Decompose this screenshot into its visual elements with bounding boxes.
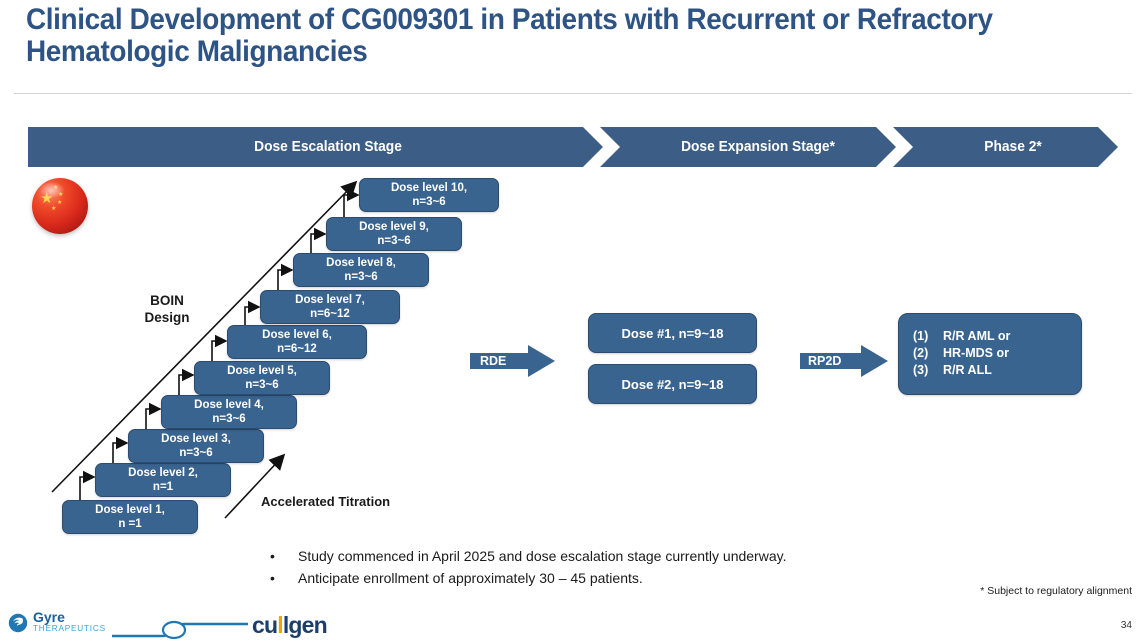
- bullet-marker: •: [270, 548, 275, 564]
- page-title: Clinical Development of CG009301 in Pati…: [26, 3, 993, 68]
- stage-label-escalation: Dose Escalation Stage: [254, 139, 402, 155]
- dose-level-box-6[interactable]: Dose level 6, n=6~12: [227, 325, 367, 359]
- gyre-name: Gyre: [33, 609, 65, 625]
- banner-shape: [28, 127, 1118, 167]
- indication-number: (2): [913, 346, 929, 360]
- rp2d-arrow-shape: [800, 345, 888, 377]
- rde-arrow: RDE: [470, 345, 555, 377]
- indication-row: (2) HR-MDS or: [899, 345, 1081, 362]
- list-item: • Study commenced in April 2025 and dose…: [262, 545, 962, 567]
- expansion-dose-label: Dose #1, n=9~18: [621, 325, 724, 341]
- bullet-list: • Study commenced in April 2025 and dose…: [262, 545, 962, 589]
- stage-label-phase2: Phase 2*: [984, 139, 1042, 155]
- dose-level-box-2[interactable]: Dose level 2, n=1: [95, 463, 231, 497]
- dose-level-box-8[interactable]: Dose level 8, n=3~6: [293, 253, 429, 287]
- dose-level-name: Dose level 4,: [194, 399, 264, 411]
- indication-text: R/R ALL: [943, 363, 992, 377]
- expansion-dose-box-2[interactable]: Dose #2, n=9~18: [588, 364, 757, 404]
- dose-level-n: n =1: [118, 518, 142, 530]
- indication-number: (1): [913, 329, 929, 343]
- gyre-subtitle: THERAPEUTICS: [33, 624, 106, 633]
- dose-level-box-5[interactable]: Dose level 5, n=3~6: [194, 361, 330, 395]
- cullgen-accent: l: [277, 612, 283, 638]
- dose-level-box-3[interactable]: Dose level 3, n=3~6: [128, 429, 264, 463]
- indication-text: R/R AML or: [943, 329, 1011, 343]
- china-flag-icon: ★ ★ ★ ★ ★: [32, 178, 88, 234]
- cullgen-post: lgen: [282, 612, 328, 638]
- rp2d-arrow: RP2D: [800, 345, 888, 377]
- rp2d-label: RP2D: [808, 354, 842, 368]
- dose-level-name: Dose level 6,: [262, 329, 332, 341]
- dose-level-box-9[interactable]: Dose level 9, n=3~6: [326, 217, 462, 251]
- cullgen-logo: cullgen: [252, 612, 328, 639]
- dose-level-name: Dose level 7,: [295, 294, 365, 306]
- logo-connector-graphic: [112, 620, 248, 640]
- dose-level-name: Dose level 1,: [95, 504, 165, 516]
- dose-level-n: n=6~12: [277, 343, 317, 355]
- footnote: * Subject to regulatory alignment: [980, 585, 1132, 597]
- dose-level-n: n=3~6: [212, 413, 246, 425]
- page-number: 34: [1120, 620, 1132, 631]
- expansion-dose-box-1[interactable]: Dose #1, n=9~18: [588, 313, 757, 353]
- gyre-text-block: Gyre THERAPEUTICS: [33, 609, 106, 634]
- indication-row: (1) R/R AML or: [899, 328, 1081, 345]
- bullet-text: Study commenced in April 2025 and dose e…: [298, 548, 787, 564]
- dose-level-n: n=1: [152, 481, 174, 493]
- list-item: • Anticipate enrollment of approximately…: [262, 567, 962, 589]
- rde-arrow-shape: [470, 345, 555, 377]
- bullet-marker: •: [270, 570, 275, 586]
- bullet-text: Anticipate enrollment of approximately 3…: [298, 570, 643, 586]
- dose-level-name: Dose level 10,: [390, 182, 468, 194]
- dose-level-box-1[interactable]: Dose level 1, n =1: [62, 500, 198, 534]
- expansion-dose-label: Dose #2, n=9~18: [621, 376, 724, 392]
- gyre-swirl-icon: [8, 613, 28, 632]
- flag-star-small: ★: [57, 200, 63, 206]
- boin-line-1: BOIN: [150, 293, 184, 308]
- gyre-logo: Gyre THERAPEUTICS: [8, 609, 106, 634]
- indication-row: (3) R/R ALL: [899, 362, 1081, 379]
- dose-level-box-7[interactable]: Dose level 7, n=6~12: [260, 290, 400, 324]
- phase2-indications-box[interactable]: (1) R/R AML or (2) HR-MDS or (3) R/R ALL: [898, 313, 1082, 395]
- dose-level-n: n=3~6: [179, 447, 213, 459]
- rde-label: RDE: [480, 354, 507, 368]
- sphere-highlight: [39, 182, 65, 198]
- dose-level-box-10[interactable]: Dose level 10, n=3~6: [359, 178, 499, 212]
- title-divider: [14, 93, 1132, 94]
- dose-level-name: Dose level 3,: [161, 433, 231, 445]
- dose-level-n: n=3~6: [344, 271, 378, 283]
- dose-level-name: Dose level 2,: [128, 467, 198, 479]
- flag-star-small: ★: [51, 206, 57, 212]
- dose-level-n: n=3~6: [377, 235, 411, 247]
- dose-level-name: Dose level 5,: [227, 365, 297, 377]
- dose-level-name: Dose level 8,: [326, 257, 396, 269]
- dose-level-n: n=3~6: [245, 379, 279, 391]
- stage-label-expansion: Dose Expansion Stage*: [681, 139, 835, 155]
- dose-level-n: n=6~12: [310, 308, 350, 320]
- cullgen-pre: cu: [252, 612, 278, 638]
- dose-level-box-4[interactable]: Dose level 4, n=3~6: [161, 395, 297, 429]
- boin-line-2: Design: [144, 310, 190, 325]
- boin-design-label: BOIN Design: [124, 292, 210, 326]
- dose-level-n: n=3~6: [412, 196, 446, 208]
- indication-number: (3): [913, 363, 929, 377]
- accelerated-titration-label: Accelerated Titration: [261, 494, 391, 509]
- stage-banner: Dose Escalation Stage Dose Expansion Sta…: [28, 127, 1118, 167]
- indication-text: HR-MDS or: [943, 346, 1009, 360]
- dose-level-name: Dose level 9,: [359, 221, 429, 233]
